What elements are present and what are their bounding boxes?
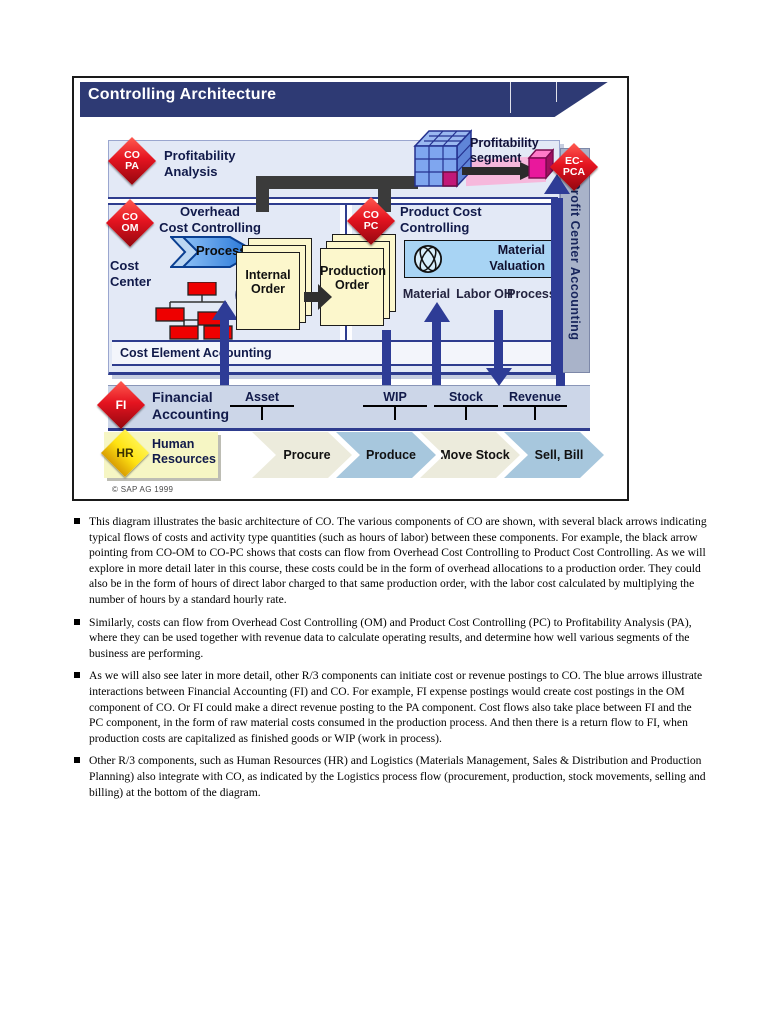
- logistics-flow: Procure Produce Move Stock Sell, Bill: [252, 432, 612, 478]
- flow-arrow-om-leg: [256, 176, 269, 212]
- profit-center-accounting-bar: Profit Center Accounting: [560, 148, 590, 373]
- bullet-item: Other R/3 components, such as Human Reso…: [72, 753, 708, 800]
- badge-line: CO: [363, 209, 379, 221]
- bullet-marker: [74, 518, 80, 524]
- badge-line: FI: [115, 397, 127, 412]
- pc-title: Product Cost Controlling: [400, 204, 482, 235]
- t-account-wip: WIP: [363, 390, 427, 420]
- t-account-stock: Stock: [434, 390, 498, 420]
- connector-fi-om: [220, 318, 229, 385]
- segment-oh: OH: [494, 287, 513, 301]
- panel-gap: [108, 199, 558, 203]
- bullet-text: Other R/3 components, such as Human Reso…: [89, 754, 706, 799]
- copyright: © SAP AG 1999: [112, 485, 174, 494]
- bullet-text: This diagram illustrates the basic archi…: [89, 515, 707, 606]
- bullet-marker: [74, 618, 80, 625]
- fi-badge: FI: [96, 380, 146, 430]
- chevron-procure: Procure: [252, 432, 352, 478]
- cost-element-accounting-label: Cost Element Accounting: [120, 346, 272, 360]
- bullet-marker: [74, 757, 80, 764]
- om-pc-top-border: [108, 203, 558, 205]
- production-order-doc: Production Order: [320, 234, 396, 328]
- badge-line: EC-: [564, 155, 584, 167]
- valuation-sphere-icon: [413, 244, 443, 274]
- pca-up-arrow-stem: [551, 198, 563, 373]
- badge-line: HR: [116, 445, 134, 460]
- header-divider: [556, 78, 557, 102]
- ec-pca-badge: EC-PCA: [549, 142, 599, 192]
- financial-accounting-bar: [108, 385, 590, 431]
- pa-panel-divider: [108, 197, 558, 199]
- connector-fi-om-arrowhead: [212, 300, 238, 320]
- flow-arrow-pc-leg: [378, 176, 391, 212]
- flow-arrow-io-to-po: [304, 284, 332, 310]
- material-valuation-box: Material Valuation: [404, 240, 552, 278]
- segment-material: Material: [402, 287, 451, 301]
- badge-line: PA: [125, 160, 139, 172]
- process-label: Process: [196, 243, 247, 258]
- internal-order-doc: Internal Order: [236, 238, 312, 332]
- badge-line: PCA: [562, 166, 586, 178]
- cost-element-accounting-bar: Cost Element Accounting: [112, 340, 554, 366]
- fi-label: Financial Accounting: [152, 389, 229, 422]
- om-title: Overhead Cost Controlling: [159, 204, 261, 235]
- badge-line: CO: [124, 149, 140, 161]
- badge-line: PC: [363, 220, 379, 232]
- slide-title: Controlling Architecture: [88, 86, 277, 103]
- flow-arrow-to-pa: [256, 176, 418, 189]
- doc-page: [236, 252, 300, 330]
- bullet-item: This diagram illustrates the basic archi…: [72, 514, 708, 608]
- doc-page: [320, 248, 384, 326]
- bullet-text: Similarly, costs can flow from Overhead …: [89, 615, 692, 660]
- cost-center-label: Cost Center: [110, 258, 152, 289]
- profitability-segment-label: Profitability segment: [470, 136, 539, 165]
- pa-label: Profitability Analysis: [164, 148, 236, 179]
- connector-pca-fi: [556, 373, 565, 386]
- profit-center-accounting-label: Profit Center Accounting: [568, 180, 582, 341]
- hr-label: Human Resources: [152, 437, 216, 466]
- slide-header: [80, 82, 608, 117]
- bullet-item: As we will also see later in more detail…: [72, 668, 708, 746]
- segment-cube-icon: [526, 148, 554, 180]
- slide-frame: Controlling Architecture SAP Profit Cent…: [72, 76, 629, 501]
- bullet-marker: [74, 672, 80, 679]
- sap-logo: SAP: [507, 477, 541, 496]
- segment-labor: Labor: [456, 287, 491, 301]
- cost-segments-row: Material Labor OH Process: [398, 278, 556, 310]
- t-account-revenue: Revenue: [503, 390, 567, 420]
- hr-badge: HR: [100, 428, 150, 478]
- connector-fi-material-arrowhead: [424, 302, 450, 322]
- bullet-text: As we will also see later in more detail…: [89, 669, 703, 745]
- production-order-label: Production Order: [320, 264, 386, 292]
- data-cube-icon: [412, 124, 472, 190]
- connector-pc-fi-arrowhead: [486, 368, 512, 386]
- notes: This diagram illustrates the basic archi…: [72, 514, 708, 807]
- material-valuation-label: Material Valuation: [489, 243, 545, 273]
- header-divider: [510, 78, 511, 113]
- internal-order-label: Internal Order: [245, 268, 291, 296]
- badge-line: OM: [121, 222, 139, 234]
- t-account-asset: Asset: [230, 390, 294, 420]
- connector-pc-fi: [494, 310, 503, 370]
- segment-process: Process: [507, 287, 556, 301]
- bullet-item: Similarly, costs can flow from Overhead …: [72, 615, 708, 662]
- badge-line: CO: [122, 211, 138, 223]
- connector-fi-po: [382, 330, 391, 385]
- connector-fi-material: [432, 320, 441, 385]
